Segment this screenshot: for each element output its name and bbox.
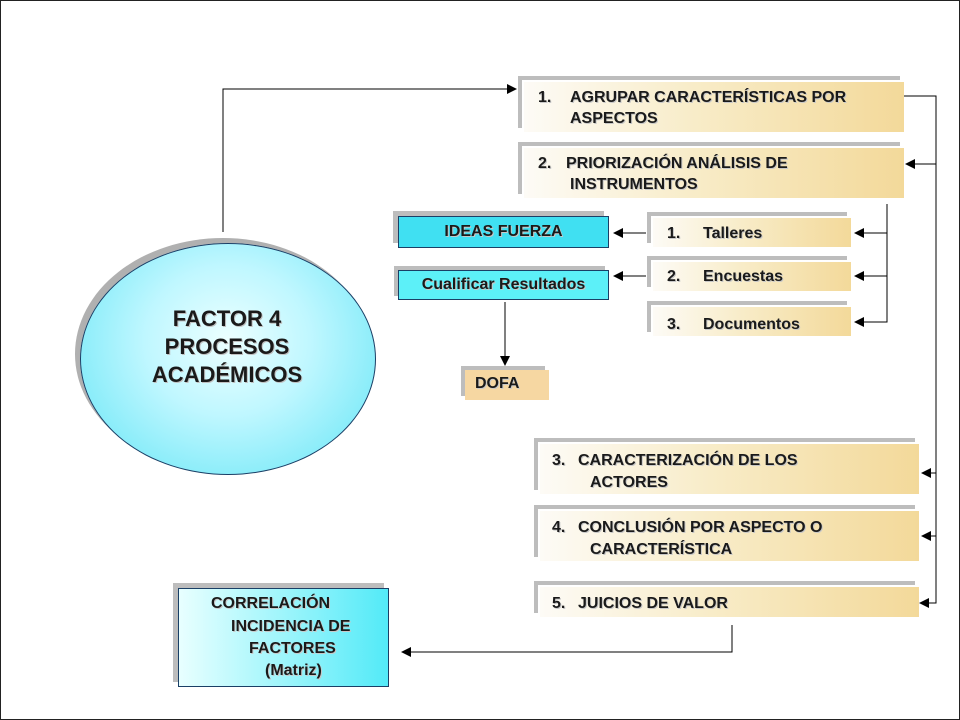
step-4-number: 4. <box>552 519 566 536</box>
ideas-fuerza-box: IDEAS FUERZA <box>398 216 609 248</box>
connector-juicios-to-correlacion <box>401 625 733 657</box>
step-3-line1: CARACTERIZACIÓN DE LOS <box>578 452 798 469</box>
ideas-fuerza-label: IDEAS FUERZA <box>444 223 563 240</box>
cualificar-resultados-label: Cualificar Resultados <box>421 276 586 293</box>
step-3-line2: ACTORES <box>590 474 668 491</box>
dofa-box: DOFA <box>465 370 549 400</box>
step-2-line1: PRIORIZACIÓN ANÁLISIS DE <box>566 155 788 172</box>
factor-ellipse <box>80 243 376 475</box>
instrument-encuestas: 2. Encuestas <box>651 260 851 291</box>
instrument-talleres: 1. Talleres <box>651 216 851 247</box>
step-3-number: 3. <box>552 452 566 469</box>
correlacion-line1: CORRELACIÓN <box>211 595 331 612</box>
step-1-line2: ASPECTOS <box>570 110 658 127</box>
encuestas-label: Encuestas <box>703 268 784 285</box>
talleres-label: Talleres <box>703 225 763 242</box>
step-4-box: 4. CONCLUSIÓN POR ASPECTO O CARACTERÍSTI… <box>538 509 919 561</box>
step-5-box: 5. JUICIOS DE VALOR <box>538 585 919 617</box>
cualificar-resultados-box: Cualificar Resultados <box>398 270 609 300</box>
factor-line2: PROCESOS <box>164 334 290 359</box>
documentos-number: 3. <box>667 316 681 333</box>
step-4-line2: CARACTERÍSTICA <box>590 541 733 558</box>
encuestas-number: 2. <box>667 268 681 285</box>
step-2-number: 2. <box>538 155 552 172</box>
connector-factor-to-step1 <box>222 84 517 232</box>
step-5-line1: JUICIOS DE VALOR <box>578 595 728 612</box>
factor-label: FACTOR 4 PROCESOS ACADÉMICOS <box>80 305 374 389</box>
step-1-number: 1. <box>538 89 552 106</box>
correlacion-line2: INCIDENCIA DE <box>231 618 351 635</box>
documentos-label: Documentos <box>703 316 800 333</box>
factor-line1: FACTOR 4 <box>172 306 282 331</box>
correlacion-line4: (Matriz) <box>265 662 322 679</box>
dofa-label: DOFA <box>475 375 520 392</box>
connector-step1-spine <box>903 95 937 608</box>
talleres-number: 1. <box>667 225 681 242</box>
step-3-box: 3. CARACTERIZACIÓN DE LOS ACTORES <box>538 442 919 494</box>
correlacion-box: CORRELACIÓN INCIDENCIA DE FACTORES (Matr… <box>178 588 389 687</box>
correlacion-line3: FACTORES <box>249 640 336 657</box>
connector-step2-to-documentos <box>854 204 888 327</box>
step-2-line2: INSTRUMENTOS <box>570 176 698 193</box>
step-1-box: 1. AGRUPAR CARACTERÍSTICAS POR ASPECTOS <box>522 80 904 132</box>
step-1-line1: AGRUPAR CARACTERÍSTICAS POR <box>570 89 847 106</box>
step-2-box: 2. PRIORIZACIÓN ANÁLISIS DE INSTRUMENTOS <box>522 146 904 198</box>
step-4-line1: CONCLUSIÓN POR ASPECTO O <box>578 519 823 536</box>
factor-line3: ACADÉMICOS <box>151 362 303 387</box>
instrument-documentos: 3. Documentos <box>651 305 851 336</box>
step-5-number: 5. <box>552 595 566 612</box>
